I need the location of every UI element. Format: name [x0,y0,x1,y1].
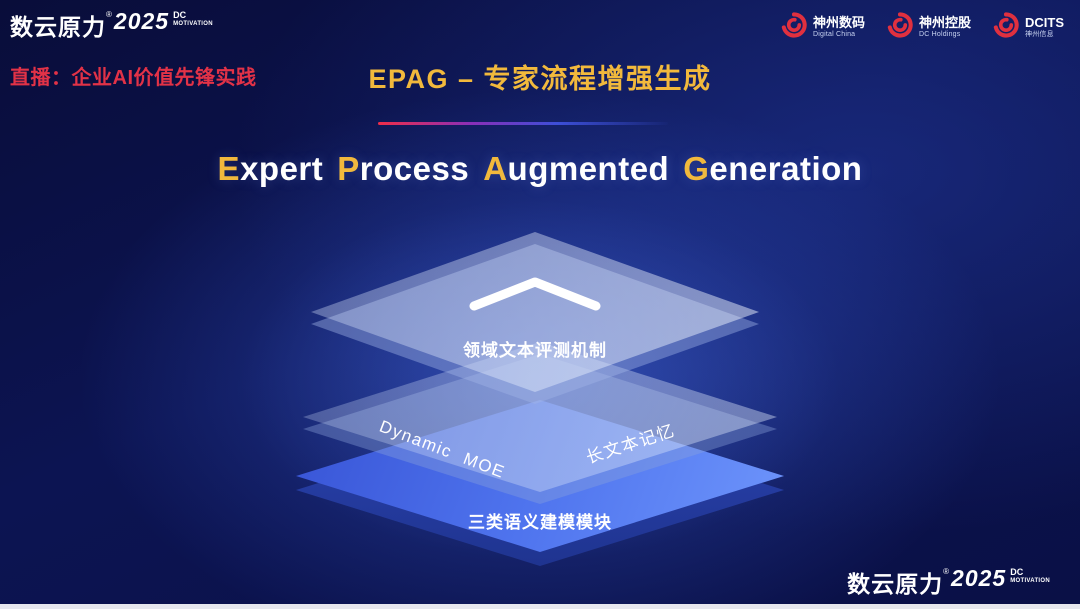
title-word-rest: eneration [709,150,863,187]
accent-letter: P [337,150,360,187]
title-word-rest: xpert [240,150,324,187]
brand-motivation: MOTIVATION [1010,577,1050,584]
title-word-generation: Generation [683,150,862,187]
brand-subtitle: DC MOTIVATION [1010,567,1050,584]
partner-subtitle: DC Holdings [918,30,961,38]
accent-letter: A [483,150,508,187]
partner-text: DCITS 神州信息 [1025,15,1064,39]
dc-holdings-swirl-icon [887,12,913,43]
registered-mark: ® [106,10,112,19]
brand-logo-topleft: 数云原力®2025 DC MOTIVATION [10,8,213,42]
partner-text: 神州控股 DC Holdings [918,15,971,39]
brand-logo-bottomright: 数云原力®2025 DC MOTIVATION [847,565,1050,599]
partner-logos: 神州数码 Digital China 神州控股 DC Holdings [781,12,1064,43]
page-title: EPAG – 专家流程增强生成 [368,64,712,94]
partner-name: DCITS [1025,15,1064,30]
brand-year: 2025 [951,565,1007,591]
brand-subtitle: DC MOTIVATION [173,10,213,27]
brand-dc: DC [1010,567,1024,577]
partner-text: 神州数码 Digital China [812,15,865,39]
digital-china-swirl-icon [781,12,807,43]
registered-mark: ® [943,567,950,576]
top-layer-label: 领域文本评测机制 [463,341,607,360]
live-label: 直播：企业AI价值先锋实践 [10,67,257,89]
accent-letter: G [683,150,710,187]
dcits-swirl-icon [993,12,1019,43]
title-word-rest: rocess [359,150,470,187]
chevron-up-icon [462,272,608,319]
partner-dcits: DCITS 神州信息 [993,12,1064,43]
brand-name: 数云原力 [10,14,106,40]
partner-subtitle: 神州信息 [1025,30,1054,38]
partner-digital-china: 神州数码 Digital China [781,12,865,43]
title-word-process: Process [337,150,469,187]
brand-year: 2025 [113,8,170,34]
title-word-expert: Expert [218,150,324,187]
gradient-divider [378,122,668,125]
bottom-layer-label: 三类语义建模模块 [468,513,612,532]
brand-name: 数云原力 [847,571,944,597]
partner-dc-holdings: 神州控股 DC Holdings [887,12,971,43]
partner-subtitle: Digital China [812,30,856,38]
bottom-strip [0,604,1080,609]
brand-dc: DC [173,10,187,20]
main-title: Expert Process Augmented Generation [0,150,1080,188]
brand-motivation: MOTIVATION [173,20,213,27]
accent-letter: E [217,150,241,187]
partner-name: 神州控股 [918,15,971,30]
title-word-rest: ugmented [507,150,670,187]
partner-name: 神州数码 [812,15,865,30]
title-word-augmented: Augmented [483,150,669,187]
